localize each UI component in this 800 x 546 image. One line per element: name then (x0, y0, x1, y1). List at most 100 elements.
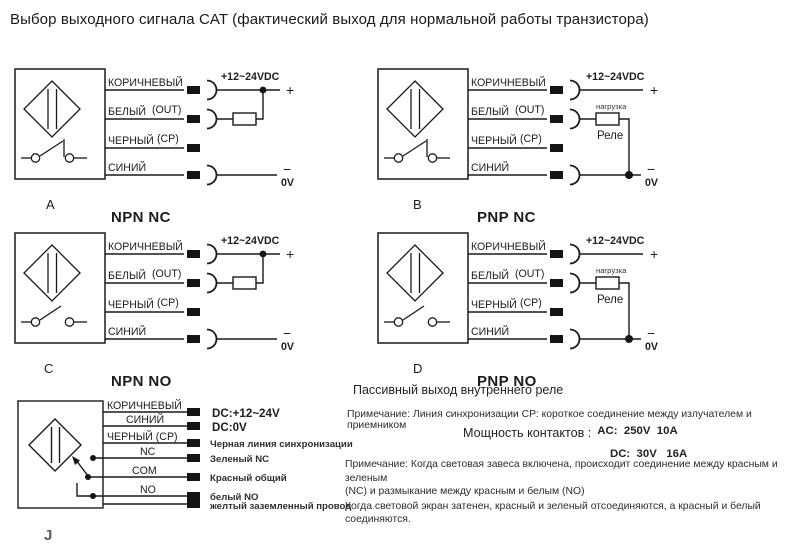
operation-note: Примечание: Когда световая завеса включе… (345, 458, 800, 527)
wire-label-blue: СИНИЙ (471, 325, 509, 338)
plus-label: + (650, 82, 658, 98)
relay-label: Реле (597, 130, 623, 142)
connector-icon (186, 328, 218, 350)
wire-label-cp: (СР) (520, 297, 542, 309)
diagram-type: PNP NC (477, 209, 536, 226)
connector-icon (549, 243, 581, 265)
minus-label: − (283, 325, 291, 341)
connector-icon (186, 272, 218, 294)
supply-label: +12~24VDC (586, 71, 645, 83)
contact-rating-ac: AC: 250V 10A (597, 425, 678, 437)
connector-icon (186, 243, 218, 265)
diagram-letter: C (44, 361, 53, 376)
contact-rating-dc: DC: 30V 16A (609, 448, 688, 460)
sensor-box-no-icon (14, 232, 106, 344)
green-nc-label: Зеленый NC (210, 454, 269, 465)
zero-volt-label: 0V (281, 177, 294, 189)
load-resistor-icon (232, 276, 257, 290)
load-to-plus-line (256, 90, 264, 120)
connector-icon (549, 108, 581, 130)
no-contact-dot (90, 493, 96, 499)
load-resistor-icon (595, 276, 620, 290)
wire-label-out: (OUT) (152, 268, 181, 280)
connector-icon (187, 422, 200, 430)
zero-volt-label: 0V (645, 341, 658, 353)
junction-dot (625, 335, 633, 343)
wire-label-black: ЧЕРНЫЙ (471, 134, 517, 147)
diagram-letter: D (413, 361, 422, 376)
contact-rating-label: Мощность контактов : (463, 426, 592, 440)
wire-label-blue: СИНИЙ (471, 161, 509, 174)
relay-label: Реле (597, 294, 623, 306)
junction-dot (625, 171, 633, 179)
relay-lever-icon (75, 459, 89, 477)
supply-label: +12~24VDC (221, 235, 280, 247)
wire-label-white: БЕЛЫЙ (108, 105, 146, 118)
wire-label-cp: (СР) (520, 133, 542, 145)
no-bracket-icon (76, 483, 91, 497)
sensor-box-no-icon (377, 232, 469, 344)
diagram-type: NPN NO (111, 373, 172, 390)
connector-icon (187, 408, 200, 416)
zero-volt-label: 0V (281, 341, 294, 353)
connector-icon (549, 328, 581, 350)
operation-note-line3: Когда световой экран затенен, красный и … (345, 500, 761, 526)
wire-label-blue: СИНИЙ (108, 161, 146, 174)
contact-rating: Мощность контактов : AC: 250V 10A DC: 30… (463, 425, 688, 461)
connector-icon (186, 108, 218, 130)
yellow-ground-label: желтый заземленный провод (209, 501, 351, 512)
load-label: нагрузка (596, 266, 627, 275)
connector-icon (549, 272, 581, 294)
connector-icon (187, 308, 200, 316)
contact-rating-values: AC: 250V 10A DC: 30V 16A (597, 425, 688, 461)
plus-label: + (650, 246, 658, 262)
dc-supply-label: DC:+12~24V (212, 407, 280, 420)
diagram-type: PNP NO (477, 373, 537, 390)
sensor-box-nc-icon (14, 68, 106, 180)
wire-label-blue: СИНИЙ (108, 325, 146, 338)
connector-icon (187, 454, 200, 462)
zero-volt-label: 0V (645, 177, 658, 189)
wire-label-brown: КОРИЧНЕВЫЙ (108, 76, 183, 89)
wire-label-out: (OUT) (515, 104, 544, 116)
supply-label: +12~24VDC (586, 235, 645, 247)
operation-note-line1: Примечание: Когда световая завеса включе… (345, 459, 778, 484)
connector-icon (187, 492, 200, 500)
load-label: нагрузка (596, 102, 627, 111)
wire-label-black: ЧЕРНЫЙ (108, 298, 154, 311)
load-to-plus-line (256, 254, 264, 284)
connector-icon (187, 144, 200, 152)
diagram-type: NPN NC (111, 209, 171, 226)
com-contact-dot (85, 474, 91, 480)
connector-icon (186, 79, 218, 101)
red-common-label: Красный общий (210, 473, 287, 484)
nc-contact-dot (90, 455, 96, 461)
plus-label: + (286, 246, 294, 262)
wire-label-cp: (СР) (157, 133, 179, 145)
wire-label-blue: СИНИЙ (126, 413, 164, 426)
wire-label-brown: КОРИЧНЕВЫЙ (471, 76, 546, 89)
minus-label: − (647, 161, 655, 177)
minus-label: − (647, 325, 655, 341)
load-resistor-icon (232, 112, 257, 126)
connector-icon (549, 79, 581, 101)
diagram-d: КОРИЧНЕВЫЙ +12~24VDC + БЕЛЫЙ (OUT) нагру… (377, 232, 658, 390)
connector-icon (187, 473, 200, 481)
load-to-zero-line (619, 282, 630, 339)
relay-output-title: Пассивный выход внутреннего реле (353, 383, 564, 397)
wire-label-nc: NC (140, 446, 156, 458)
minus-label: − (283, 161, 291, 177)
wire-label-black: ЧЕРНЫЙ (471, 298, 517, 311)
load-resistor-icon (595, 112, 620, 126)
load-to-zero-line (619, 118, 630, 175)
diagram-j: КОРИЧНЕВЫЙ DC:+12~24V СИНИЙ DC:0V ЧЕРНЫЙ… (17, 399, 353, 544)
wire-label-brown: КОРИЧНЕВЫЙ (108, 240, 183, 253)
wire-label-no: NO (140, 484, 156, 496)
diagram-b: КОРИЧНЕВЫЙ +12~24VDC + БЕЛЫЙ (OUT) нагру… (377, 68, 658, 226)
wire-label-out: (OUT) (152, 104, 181, 116)
sensor-diamond-icon (28, 418, 82, 472)
wire-label-white: БЕЛЫЙ (471, 269, 509, 282)
connector-icon (187, 500, 200, 508)
